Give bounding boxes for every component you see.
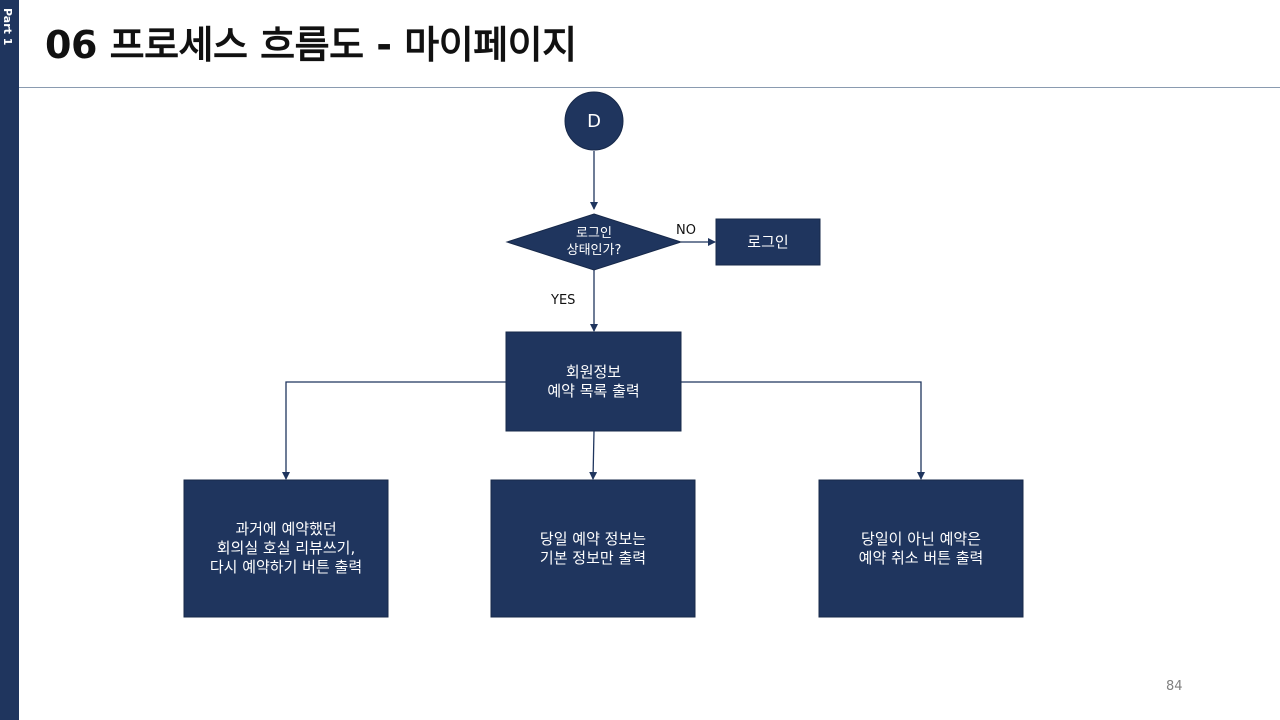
other-label: 당일이 아닌 예약은 예약 취소 버튼 출력 [858, 529, 984, 567]
past-box [183, 479, 389, 618]
other-box [818, 479, 1024, 618]
decision-label: 로그인 상태인가? [566, 226, 622, 258]
member-label: 회원정보 예약 목록 출력 [547, 362, 640, 400]
member-box [505, 331, 682, 432]
edge-label-yes: YES [551, 293, 576, 308]
edge-member-to-other [681, 381, 925, 480]
decision-node [505, 213, 683, 271]
edge-label-no: NO [676, 223, 696, 238]
page-number: 84 [1166, 679, 1183, 694]
login-box [715, 218, 821, 266]
title-divider [19, 87, 1280, 88]
today-label: 당일 예약 정보는 기본 정보만 출력 [539, 529, 647, 567]
edge-member-to-past [282, 381, 506, 480]
past-label: 과거에 예약했던 회의실 호실 리뷰쓰기, 다시 예약하기 버튼 출력 [209, 520, 363, 576]
page-title: 06 프로세스 흐름도 - 마이페이지 [45, 23, 577, 67]
connector-node [564, 91, 624, 151]
sidebar-strip: Part 1 [0, 0, 19, 720]
today-box [490, 479, 696, 618]
connector-label: D [587, 110, 601, 132]
login-label: 로그인 [747, 232, 789, 251]
edge-member-to-today [589, 430, 598, 480]
